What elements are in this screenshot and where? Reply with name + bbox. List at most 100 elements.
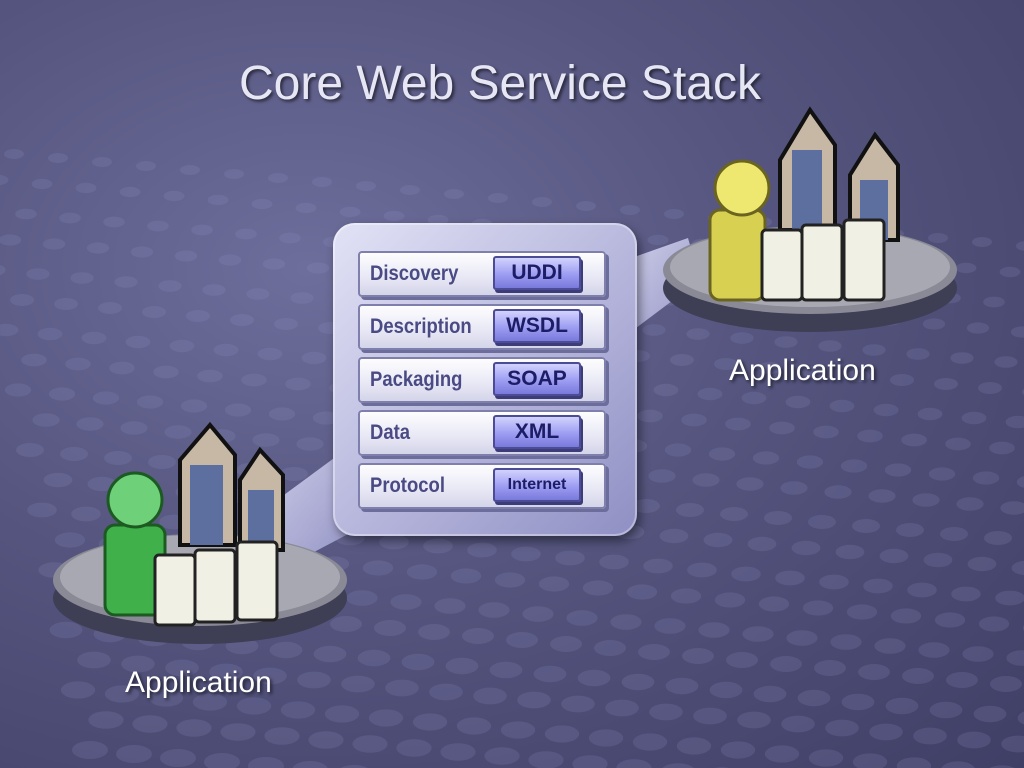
background-dot — [533, 665, 567, 683]
background-dot — [257, 347, 283, 361]
background-dot — [218, 254, 242, 266]
background-dot — [65, 357, 91, 371]
background-dot — [290, 292, 314, 304]
background-dot — [450, 568, 482, 584]
background-dot — [119, 186, 141, 198]
background-dot — [31, 178, 53, 190]
background-dot — [21, 353, 47, 367]
background-dot — [506, 632, 538, 648]
background-dot — [251, 198, 273, 210]
background-dot — [297, 671, 331, 689]
background-dot — [802, 600, 834, 616]
background-dot — [224, 403, 252, 417]
background-dot — [955, 262, 977, 274]
background-dot — [797, 689, 831, 707]
background-dot — [664, 209, 684, 219]
background-dot — [928, 233, 948, 243]
server-icon — [153, 540, 279, 627]
background-dot — [956, 497, 984, 511]
background-dot — [946, 672, 978, 688]
background-dot — [791, 540, 821, 556]
background-dot — [874, 638, 906, 654]
background-dot — [945, 437, 971, 451]
background-dot — [582, 580, 614, 596]
background-dot — [654, 618, 686, 634]
background-dot — [202, 284, 226, 296]
background-dot — [858, 664, 890, 680]
background-dot — [966, 322, 990, 334]
background-dot — [192, 693, 228, 711]
background-dot — [75, 182, 97, 194]
background-dot — [339, 206, 361, 218]
background-dot — [726, 652, 758, 668]
background-dot — [1016, 476, 1024, 488]
background-dot — [928, 467, 956, 481]
background-dot — [401, 653, 435, 671]
background-dot — [588, 729, 624, 747]
background-dot — [313, 645, 347, 663]
background-dot — [253, 667, 287, 685]
background-dot — [775, 570, 805, 586]
background-dot — [488, 193, 508, 203]
background-dot — [576, 201, 596, 211]
background-dot — [86, 242, 110, 254]
background-dot — [1005, 415, 1024, 429]
background-dot — [158, 280, 182, 292]
person-icon — [708, 159, 771, 302]
background-dot — [825, 719, 859, 737]
background-dot — [98, 302, 122, 314]
background-dot — [174, 250, 198, 262]
background-dot — [840, 459, 868, 473]
background-dot — [4, 149, 24, 159]
background-dot — [104, 451, 132, 465]
layer-name: Discovery — [370, 262, 459, 285]
background-dot — [148, 455, 176, 469]
layer-tag: UDDI — [493, 256, 581, 290]
background-dot — [725, 417, 751, 431]
background-dot — [362, 560, 394, 576]
background-dot — [687, 562, 717, 578]
background-dot — [72, 741, 108, 759]
office-building-icon — [178, 421, 285, 552]
layer-tag: SOAP — [493, 362, 581, 396]
background-dot — [665, 677, 699, 695]
background-dot — [962, 646, 994, 662]
background-dot — [676, 737, 712, 755]
background-dot — [769, 421, 795, 435]
background-dot — [950, 352, 974, 364]
background-dot — [295, 202, 317, 214]
server-icon — [760, 218, 886, 302]
background-dot — [884, 463, 912, 477]
background-dot — [846, 370, 870, 382]
background-dot — [994, 356, 1018, 368]
background-dot — [262, 258, 286, 270]
background-dot — [48, 387, 76, 401]
background-dot — [852, 753, 888, 768]
background-dot — [236, 697, 272, 715]
background-dot — [274, 318, 298, 330]
background-dot — [907, 582, 937, 598]
background-dot — [121, 655, 155, 673]
layer-tag: Internet — [493, 468, 581, 502]
background-dot — [517, 691, 551, 709]
background-dot — [444, 189, 464, 199]
background-dot — [890, 608, 922, 624]
background-dot — [572, 755, 608, 768]
background-dot — [901, 433, 927, 447]
background-dot — [180, 165, 200, 175]
background-dot — [346, 590, 378, 606]
background-dot — [659, 528, 689, 544]
background-dot — [114, 276, 138, 288]
background-dot — [796, 455, 824, 469]
background-dot — [26, 268, 50, 280]
background-dot — [246, 288, 270, 300]
background-dot — [1017, 711, 1024, 725]
background-dot — [620, 205, 640, 215]
background-dot — [741, 391, 767, 405]
background-dot — [692, 473, 720, 487]
background-dot — [204, 753, 240, 768]
background-dot — [60, 447, 88, 461]
background-dot — [610, 614, 642, 630]
background-dot — [577, 669, 611, 687]
background-dot — [890, 374, 914, 386]
